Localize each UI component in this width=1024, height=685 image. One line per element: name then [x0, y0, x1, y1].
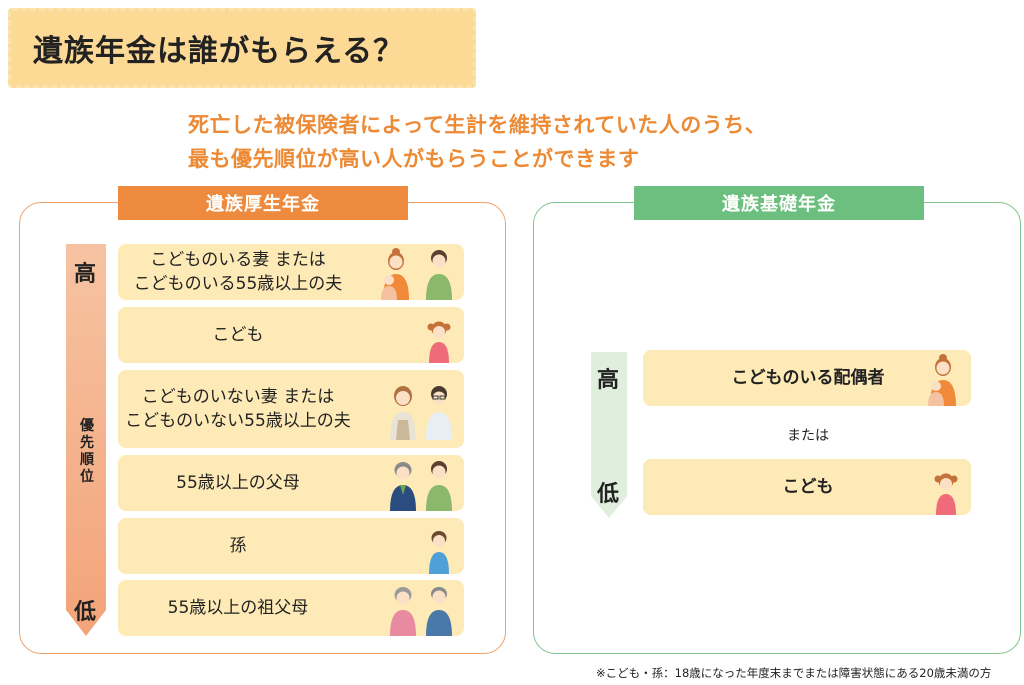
grandfather-icon [426, 587, 452, 636]
item-line-1: 孫 [229, 536, 247, 556]
survivors-employee-pension-header: 遺族厚生年金 [118, 186, 408, 220]
subtitle: 死亡した被保険者によって生計を維持されていた人のうち、 最も優先順位が高い人がも… [188, 108, 888, 176]
item-line-1: 55歳以上の父母 [176, 473, 300, 493]
footnote: ※こども・孫：18歳になった年度末までまたは障害状態にある20歳未満の方 [596, 666, 992, 680]
item-line-1: こども [212, 325, 264, 345]
wife-icon [390, 386, 416, 440]
husband-with-glasses-icon [426, 386, 452, 440]
grandmother-parent-icon [390, 462, 416, 511]
title-banner: 遺族年金は誰がもらえる？ [8, 8, 476, 88]
list-item: こどものいる配偶者 [643, 350, 971, 406]
priority-char: 先 [80, 435, 94, 451]
list-item: 55歳以上の父母 [118, 455, 464, 511]
list-item: こども [643, 459, 971, 515]
item-label: こどものいる配偶者 [731, 368, 885, 388]
item-line-1: こどものいる妻 または [150, 250, 326, 270]
priority-char: 位 [80, 469, 94, 485]
child-girl-icon [934, 473, 958, 515]
page-title: 遺族年金は誰がもらえる？ [33, 34, 405, 69]
priority-char: 優 [80, 418, 94, 434]
survivors-basic-pension-header: 遺族基礎年金 [634, 186, 924, 220]
or-label: または [787, 428, 829, 444]
priority-arrow-right [591, 352, 627, 518]
grandmother-icon [390, 587, 416, 636]
list-item: 孫 [118, 518, 464, 574]
priority-high-label-right: 高 [597, 368, 620, 393]
grandchild-boy-icon [429, 531, 449, 574]
subtitle-line-2: 最も優先順位が高い人がもらうことができます [188, 147, 640, 171]
item-line-1: 55歳以上の祖父母 [167, 598, 309, 618]
list-item: 55歳以上の祖父母 [118, 580, 464, 636]
list-item: こどものいない妻 または こどものいない55歳以上の夫 [118, 370, 464, 448]
subtitle-line-1: 死亡した被保険者によって生計を維持されていた人のうち、 [188, 113, 767, 137]
item-line-2: こどものいない55歳以上の夫 [125, 411, 351, 431]
item-line-1: こどものいない妻 または [141, 387, 335, 407]
mother-with-child-icon [928, 354, 956, 406]
priority-vertical-label: 優 先 順 位 [79, 418, 95, 486]
priority-char: 順 [80, 452, 94, 468]
priority-high-label-left: 高 [74, 262, 97, 287]
list-item: こども [118, 307, 464, 363]
priority-arrow-left [66, 244, 106, 636]
mother-with-child-icon [381, 248, 409, 300]
priority-low-label-left: 低 [74, 600, 97, 625]
child-girl-icon [427, 321, 451, 363]
item-line-2: こどものいる55歳以上の夫 [133, 274, 343, 294]
list-item: こどものいる妻 または こどものいる55歳以上の夫 [118, 244, 464, 300]
item-label: こども [782, 477, 834, 497]
father-parent-icon [426, 461, 452, 511]
priority-low-label-right: 低 [597, 482, 620, 507]
father-icon [426, 250, 452, 300]
